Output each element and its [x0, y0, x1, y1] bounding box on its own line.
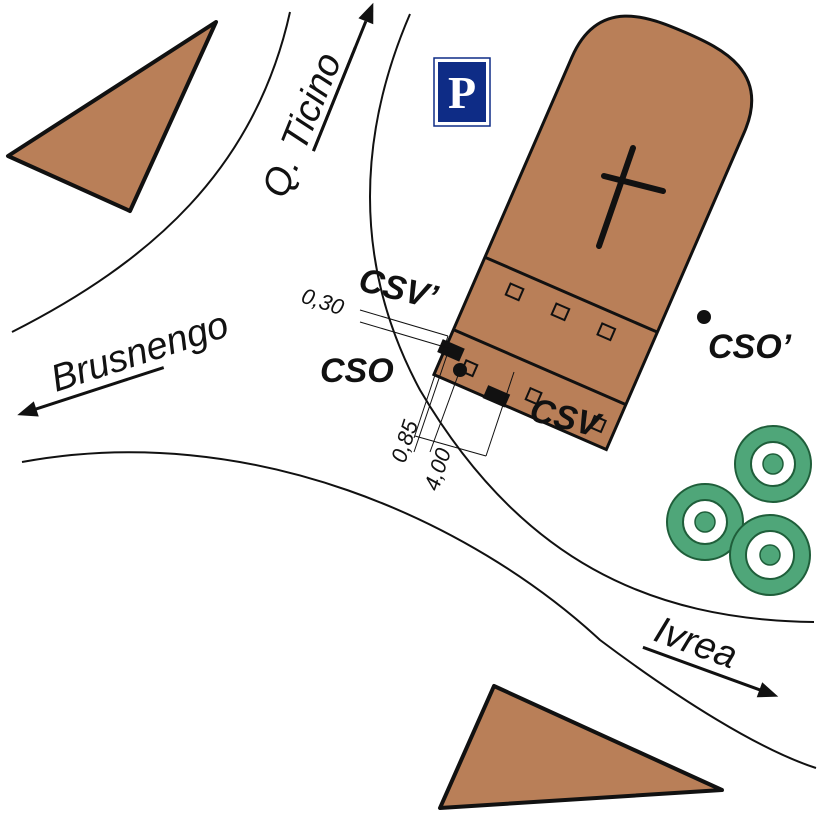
direction-arrow-icon: [33, 366, 165, 411]
street-label-ticino: Q. Ticino: [254, 47, 350, 203]
parking-sign-letter: P: [448, 67, 476, 118]
street-ivrea: Ivrea: [642, 609, 779, 698]
dimension-4-00: 4,00: [419, 444, 456, 493]
road-edge-left-curve: [11, 11, 291, 333]
dimension-0-85: 0,85: [386, 416, 423, 465]
cso-prime-dot: [697, 310, 711, 324]
direction-arrow-icon: [312, 20, 368, 152]
dimension-0-30: 0,30: [298, 283, 347, 320]
parking-icon: P: [433, 57, 491, 127]
street-brusnengo: Brusnengo: [17, 304, 234, 417]
building-block-top-left: [6, 20, 218, 213]
marker-cso-prime: CSO’: [708, 328, 792, 366]
marker-cso: CSO: [320, 352, 394, 390]
tree-icon: [666, 425, 812, 596]
road-edge-bottom-curve: [21, 451, 817, 769]
dimension-lines: [359, 309, 515, 457]
road-edge-center-curve: [369, 13, 815, 623]
building-block-bottom: [438, 684, 724, 810]
street-ticino: Q. Ticino: [254, 2, 374, 203]
marker-csv-prime: CSV’: [355, 261, 442, 317]
direction-arrow-icon: [642, 645, 762, 692]
street-label-brusnengo: Brusnengo: [46, 304, 234, 401]
cross-icon: [596, 145, 666, 249]
